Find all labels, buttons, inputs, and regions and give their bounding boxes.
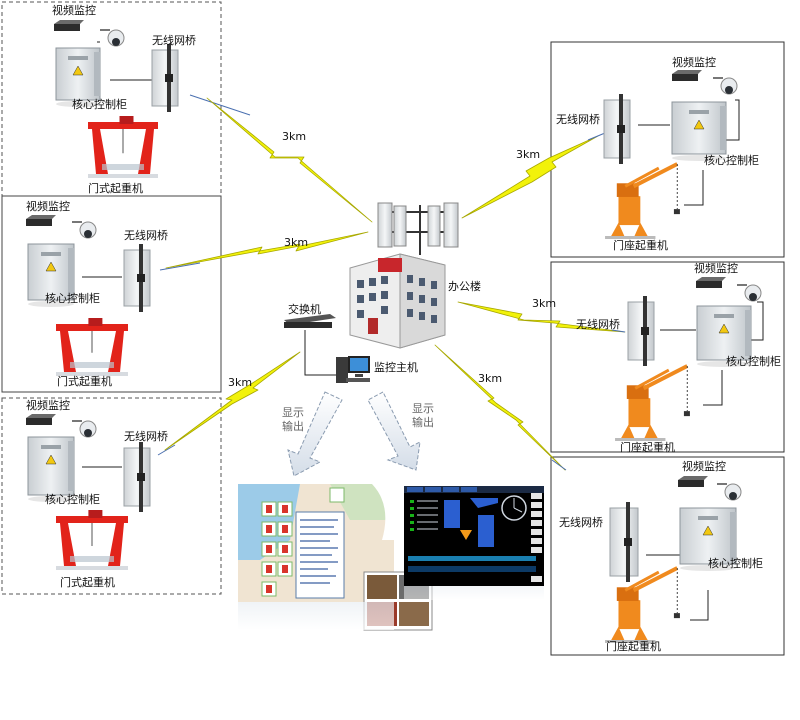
crane-label: 门式起重机 xyxy=(88,181,143,195)
video-label: 视频监控 xyxy=(694,261,738,275)
bridge-label: 无线网桥 xyxy=(559,515,603,529)
crane-label: 门式起重机 xyxy=(57,374,112,388)
distance-label: 3km xyxy=(478,372,502,385)
distance-label: 3km xyxy=(228,376,252,389)
portal-crane-icon xyxy=(615,364,690,441)
control-cabinet-icon xyxy=(671,101,727,161)
portal-crane-icon xyxy=(605,566,680,643)
panel-left-1 xyxy=(1,1,222,197)
panel-right-2 xyxy=(550,261,785,453)
gantry-crane-icon xyxy=(56,318,128,376)
lightning-bolt xyxy=(206,97,373,223)
video-label: 视频监控 xyxy=(26,398,70,412)
display-label: 输出 xyxy=(282,419,304,433)
cabinet-label: 核心控制柜 xyxy=(45,291,100,305)
crane-label: 门座起重机 xyxy=(620,440,675,454)
crane-label: 门座起重机 xyxy=(613,238,668,252)
portal-crane-icon xyxy=(605,162,680,239)
wireless-bridge-icon xyxy=(603,94,631,164)
cabinet-label: 核心控制柜 xyxy=(708,556,763,570)
wireless-bridge-icon xyxy=(609,502,639,582)
cabinet-label: 核心控制柜 xyxy=(45,492,100,506)
gantry-crane-icon xyxy=(56,510,128,570)
camera-icon xyxy=(72,420,97,438)
control-cabinet-icon xyxy=(679,507,737,571)
camera-icon xyxy=(713,77,738,95)
camera-icon xyxy=(100,29,125,47)
dvr-icon xyxy=(678,476,708,487)
camera-icon xyxy=(737,284,762,302)
control-cabinet-icon xyxy=(55,47,101,107)
panel-right-3 xyxy=(550,456,785,656)
dvr-icon xyxy=(26,414,56,425)
gantry-crane-icon xyxy=(88,116,158,178)
crane-label: 门座起重机 xyxy=(606,639,661,653)
lightning-bolt xyxy=(165,231,369,269)
distance-label: 3km xyxy=(284,236,308,249)
display-label: 显示 xyxy=(282,406,304,419)
office-building-icon xyxy=(349,253,446,349)
panel-right-1 xyxy=(550,41,785,258)
bridge-label: 无线网桥 xyxy=(576,317,620,331)
cabinet-label: 核心控制柜 xyxy=(726,354,781,368)
dvr-icon xyxy=(672,70,702,81)
network-switch-icon xyxy=(284,314,336,328)
central-wireless-bridge-icon xyxy=(377,202,459,255)
bridge-label: 无线网桥 xyxy=(124,429,168,443)
lightning-bolt xyxy=(434,344,566,471)
lightning-bolt xyxy=(164,351,301,451)
cabling xyxy=(82,41,764,621)
monitoring-map-screenshot xyxy=(238,484,433,631)
control-cabinet-icon xyxy=(696,305,752,367)
video-label: 视频监控 xyxy=(672,55,716,69)
dvr-icon xyxy=(696,277,726,288)
panel-left-3 xyxy=(1,397,222,595)
diagram-labels: 视频监控 无线网桥 核心控制柜 门式起重机 视频监控 无线网桥 核心控制柜 门式… xyxy=(26,3,781,653)
distance-label: 3km xyxy=(516,148,540,161)
host-label: 监控主机 xyxy=(374,360,418,374)
wireless-bridge-icon xyxy=(627,296,655,366)
video-label: 视频监控 xyxy=(52,3,96,17)
crane-label: 门式起重机 xyxy=(60,575,115,589)
distance-label: 3km xyxy=(282,130,306,143)
panel-left-2 xyxy=(1,195,222,393)
cabinet-label: 核心控制柜 xyxy=(72,97,127,111)
switch-label: 交换机 xyxy=(288,302,321,316)
computer-icon xyxy=(336,356,370,383)
control-cabinet-icon xyxy=(27,243,75,307)
wireless-bridge-icon xyxy=(151,44,179,112)
wireless-bridge-icon xyxy=(123,442,151,512)
dvr-icon xyxy=(26,215,56,226)
control-cabinet-icon xyxy=(27,436,75,502)
bridge-label: 无线网桥 xyxy=(556,112,600,126)
wireless-links xyxy=(157,94,626,471)
display-output-arrows xyxy=(287,391,421,477)
display-label: 显示 xyxy=(412,402,434,415)
distance-label: 3km xyxy=(532,297,556,310)
video-label: 视频监控 xyxy=(26,199,70,213)
dvr-icon xyxy=(54,20,84,31)
bridge-label: 无线网桥 xyxy=(152,33,196,47)
office-label: 办公楼 xyxy=(448,279,481,293)
camera-icon xyxy=(717,483,742,501)
display-label: 输出 xyxy=(412,415,434,429)
crane-control-screenshot xyxy=(404,486,544,600)
cabinet-label: 核心控制柜 xyxy=(704,153,759,167)
bridge-label: 无线网桥 xyxy=(124,228,168,242)
camera-icon xyxy=(72,221,97,239)
video-label: 视频监控 xyxy=(682,459,726,473)
wireless-bridge-icon xyxy=(123,244,151,312)
